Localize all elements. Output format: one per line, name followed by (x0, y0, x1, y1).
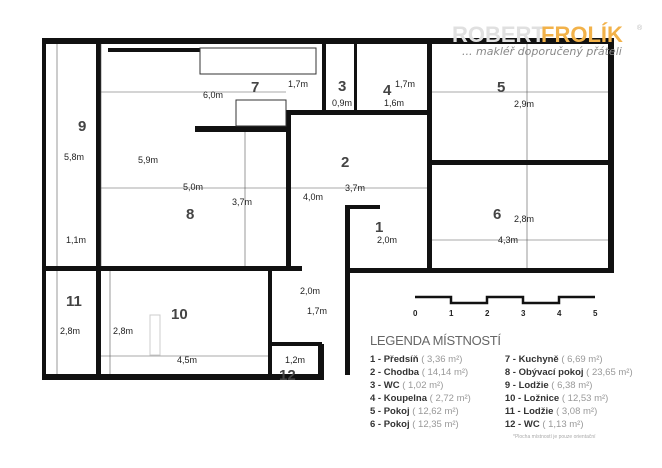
dimension-label: 2,0m (300, 286, 320, 296)
dimension-label: 1,2m (285, 355, 305, 365)
dimension-label: 1,7m (288, 79, 308, 89)
dimension-label: 6,0m (203, 90, 223, 100)
logo: ROBERT FROLÍK ® ... makléř doporučený př… (452, 22, 643, 58)
room-number-2: 2 (341, 154, 349, 171)
walls (42, 38, 614, 380)
room-number-5: 5 (497, 79, 505, 96)
svg-text:®: ® (637, 24, 643, 32)
dimension-label: 2,8m (514, 214, 534, 224)
legend-title: LEGENDA MÍSTNOSTÍ (370, 333, 501, 348)
room-legend: LEGENDA MÍSTNOSTÍ 1 - Předsíň ( 3,36 m²)… (370, 333, 660, 440)
dimension-label: 2,9m (514, 99, 534, 109)
dimension-label: 5,9m (138, 155, 158, 165)
svg-text:5: 5 (593, 309, 598, 318)
scale-bar: 0 1 2 3 4 5 (413, 295, 598, 318)
svg-text:1: 1 (449, 309, 454, 318)
legend-item: 7 - Kuchyně ( 6,69 m²) (504, 354, 603, 365)
legend-item: 1 - Předsíň ( 3,36 m²) (370, 354, 463, 365)
legend-item: 5 - Pokoj ( 12,62 m²) (370, 406, 459, 417)
dimension-label: 3,7m (345, 183, 365, 193)
legend-item: 4 - Koupelna ( 2,72 m²) (370, 393, 471, 404)
svg-text:4: 4 (557, 309, 562, 318)
room-number-10: 10 (171, 306, 188, 323)
dimension-label: 0,9m (332, 98, 352, 108)
room-number-8: 8 (186, 206, 194, 223)
room-number-4: 4 (383, 82, 392, 99)
legend-item: 2 - Chodba ( 14,14 m²) (370, 367, 469, 378)
dimension-label: 5,8m (64, 152, 84, 162)
room-number-12: 12 (279, 367, 296, 384)
dimension-label: 4,5m (177, 355, 197, 365)
dimension-lines (56, 44, 608, 374)
legend-item: 9 - Lodžie ( 6,38 m²) (504, 380, 593, 391)
svg-text:ROBERT: ROBERT (452, 22, 545, 47)
dimension-label: 5,0m (183, 182, 203, 192)
svg-text:... makléř doporučený přáteli: ... makléř doporučený přáteli (462, 45, 622, 58)
svg-text:3: 3 (521, 309, 526, 318)
legend-item: 10 - Ložnice ( 12,53 m²) (504, 393, 609, 404)
legend-column-left: 1 - Předsíň ( 3,36 m²) 2 - Chodba ( 14,1… (370, 354, 471, 432)
legend-item: 6 - Pokoj ( 12,35 m²) (370, 419, 459, 430)
dimension-label: 4,3m (498, 235, 518, 245)
svg-text:2: 2 (485, 309, 490, 318)
svg-text:0: 0 (413, 309, 418, 318)
room-labels: 1 2 3 4 5 6 7 8 9 10 11 12 (66, 78, 505, 384)
dimension-label: 2,8m (60, 326, 80, 336)
svg-text:FROLÍK: FROLÍK (541, 22, 623, 47)
legend-note: *Plocha místností je pouze orientační (513, 434, 596, 440)
dimension-label: 1,7m (307, 306, 327, 316)
dimension-label: 1,7m (395, 79, 415, 89)
dimension-label: 3,7m (232, 197, 252, 207)
dimension-label: 1,1m (66, 235, 86, 245)
dimension-labels: 6,0m 1,7m 0,9m 1,6m 1,7m 2,9m 5,8m 5,9m … (60, 79, 534, 365)
room-number-7: 7 (251, 79, 259, 96)
legend-item: 3 - WC ( 1,02 m²) (370, 380, 444, 391)
dimension-label: 2,8m (113, 326, 133, 336)
room-number-11: 11 (66, 293, 82, 310)
room-number-6: 6 (493, 206, 501, 223)
dimension-label: 4,0m (303, 192, 323, 202)
legend-item: 11 - Lodžie ( 3,08 m²) (504, 406, 598, 417)
legend-item: 8 - Obývací pokoj ( 23,65 m²) (504, 367, 633, 378)
room-number-1: 1 (375, 219, 383, 236)
room-number-3: 3 (338, 78, 346, 95)
legend-item: 12 - WC ( 1,13 m²) (504, 419, 584, 430)
dimension-label: 1,6m (384, 98, 404, 108)
dimension-label: 2,0m (377, 235, 397, 245)
room-number-9: 9 (78, 118, 86, 135)
legend-column-right: 7 - Kuchyně ( 6,69 m²) 8 - Obývací pokoj… (505, 354, 633, 432)
